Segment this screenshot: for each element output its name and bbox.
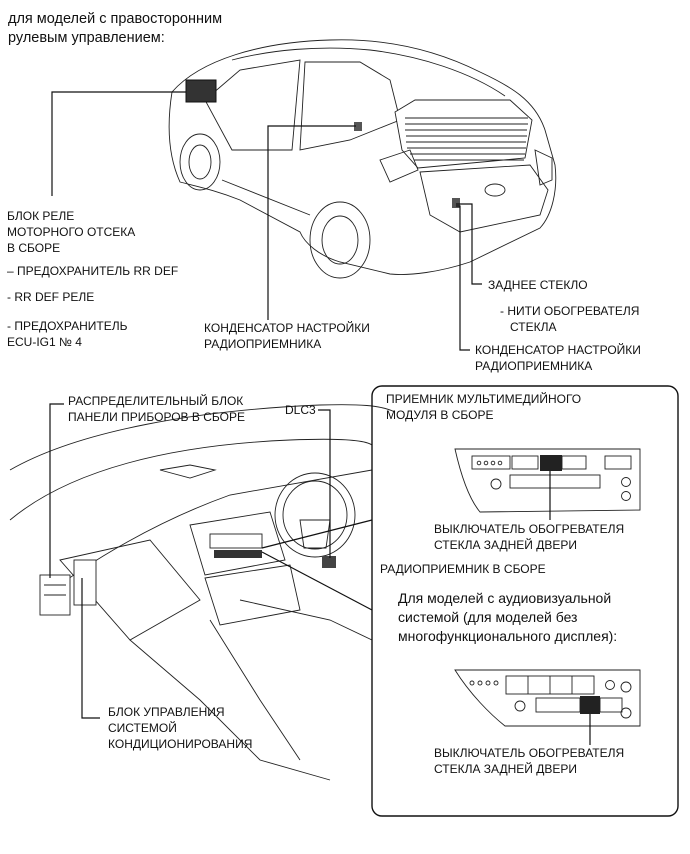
header-line-1: для моделей с правосторонним	[8, 11, 223, 27]
inset-frame	[371, 385, 679, 817]
rr-def-relay-label: - RR DEF РЕЛЕ	[7, 290, 95, 304]
rear-glass-label: ЗАДНЕЕ СТЕКЛО	[488, 278, 588, 292]
multimedia-receiver-label-2: МОДУЛЯ В СБОРЕ	[386, 408, 494, 422]
defogger-wires-label-2: СТЕКЛА	[510, 320, 557, 334]
ac-control-label-2: СИСТЕМОЙ	[108, 721, 177, 735]
vehicle-illustration	[168, 39, 557, 279]
relay-block-label-3: В СБОРЕ	[7, 241, 61, 255]
fuse-rr-def-label: – ПРЕДОХРАНИТЕЛЬ RR DEF	[7, 264, 179, 278]
leader-lines-top	[51, 91, 482, 351]
leader-lines-bottom	[49, 403, 373, 719]
receiver-panel-2	[454, 669, 641, 745]
av-models-label-3: многофункционального дисплея):	[398, 628, 618, 644]
condenser-center-label-1: КОНДЕНСАТОР НАСТРОЙКИ	[204, 321, 370, 335]
header-line-2: рулевым управлением:	[8, 30, 165, 46]
dlc3-label: DLC3	[285, 403, 316, 417]
relay-block-label-2: МОТОРНОГО ОТСЕКА	[7, 225, 136, 239]
defogger-wires-label-1: - НИТИ ОБОГРЕВАТЕЛЯ	[500, 304, 640, 318]
fuse-ecu-label-2: ECU-IG1 № 4	[7, 335, 82, 349]
junction-block-label-2: ПАНЕЛИ ПРИБОРОВ В СБОРЕ	[68, 410, 245, 424]
defogger-lines	[405, 117, 528, 161]
multimedia-receiver-label-1: ПРИЕМНИК МУЛЬТИМЕДИЙНОГО	[386, 392, 582, 406]
av-models-label-2: системой (для моделей без	[398, 609, 578, 625]
defogger-switch-2-label-1: ВЫКЛЮЧАТЕЛЬ ОБОГРЕВАТЕЛЯ	[434, 746, 625, 760]
receiver-panel-1	[454, 448, 641, 520]
junction-block-label-1: РАСПРЕДЕЛИТЕЛЬНЫЙ БЛОК	[68, 394, 244, 408]
ac-control-label-3: КОНДИЦИОНИРОВАНИЯ	[108, 737, 253, 751]
defogger-switch-1-label-2: СТЕКЛА ЗАДНЕЙ ДВЕРИ	[434, 538, 577, 552]
defogger-switch-2-label-2: СТЕКЛА ЗАДНЕЙ ДВЕРИ	[434, 762, 577, 776]
defogger-switch-1-label-1: ВЫКЛЮЧАТЕЛЬ ОБОГРЕВАТЕЛЯ	[434, 522, 625, 536]
av-models-label-1: Для моделей с аудиовизуальной	[398, 590, 612, 606]
condenser-right-label-1: КОНДЕНСАТОР НАСТРОЙКИ	[475, 343, 641, 357]
condenser-right-label-2: РАДИОПРИЕМНИКА	[475, 359, 593, 373]
radio-receiver-label: РАДИОПРИЕМНИК В СБОРЕ	[380, 562, 546, 576]
relay-block-label-1: БЛОК РЕЛЕ	[7, 209, 75, 223]
fuse-ecu-label-1: - ПРЕДОХРАНИТЕЛЬ	[7, 319, 128, 333]
ac-control-label-1: БЛОК УПРАВЛЕНИЯ	[108, 705, 225, 719]
condenser-center-label-2: РАДИОПРИЕМНИКА	[204, 337, 322, 351]
dashboard-illustration	[9, 404, 396, 781]
